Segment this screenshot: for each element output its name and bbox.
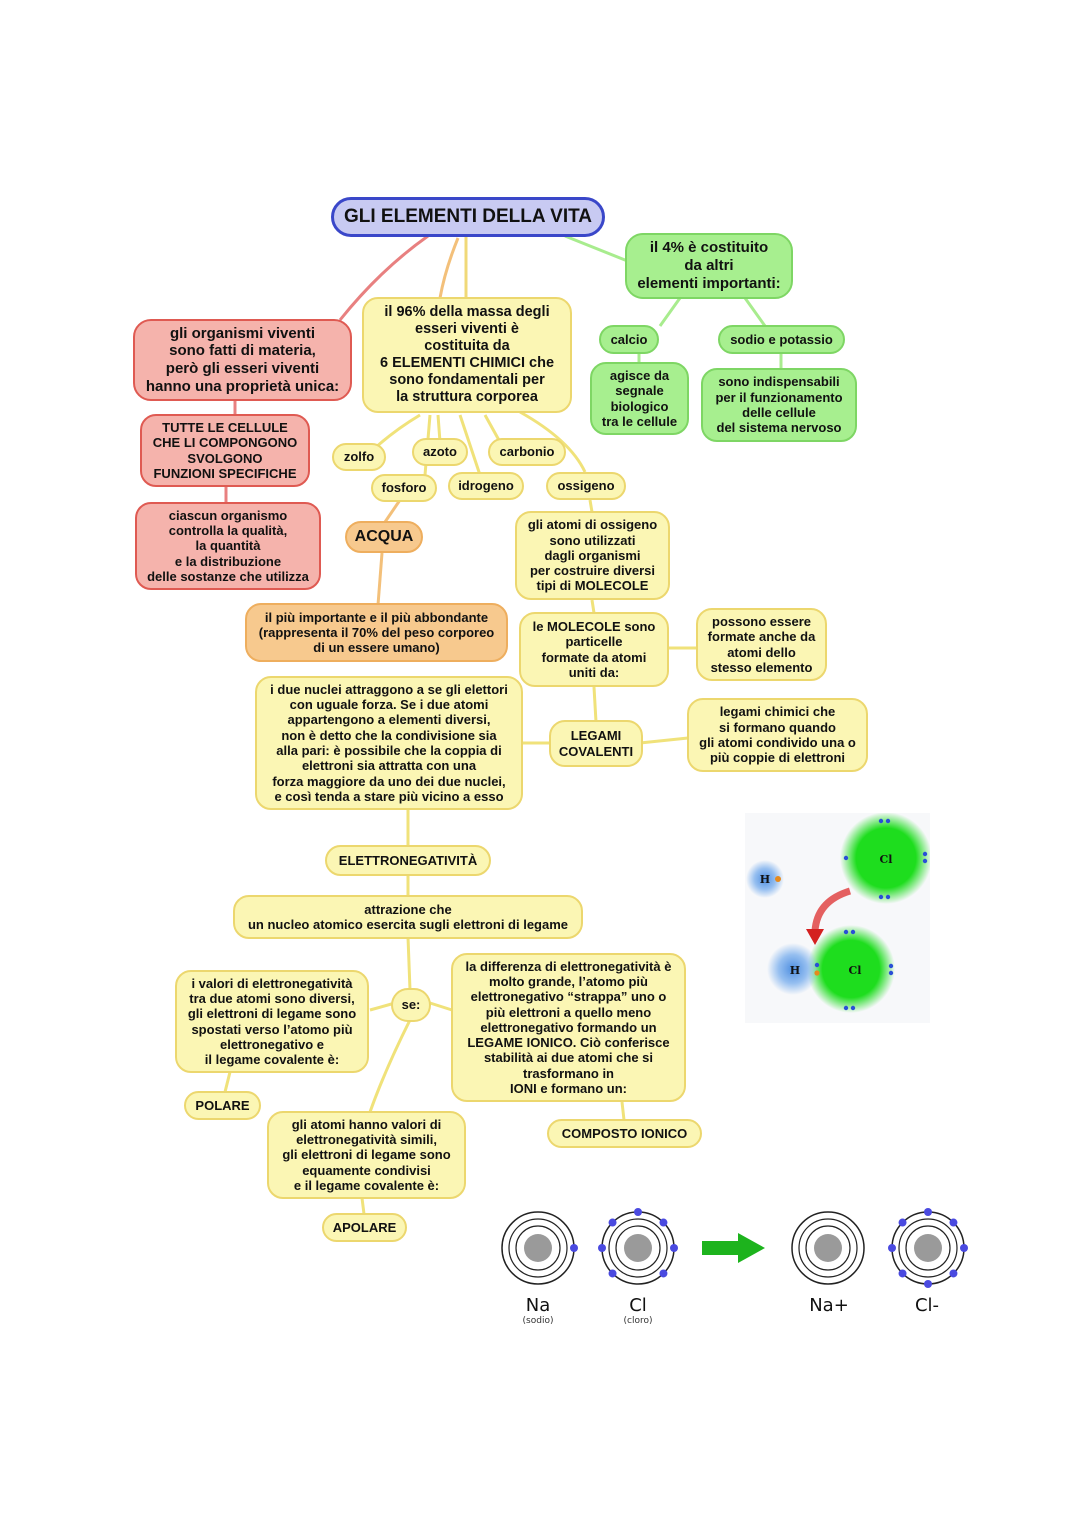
- cl-ion-middle-shell: [898, 1218, 958, 1278]
- cl-atom-electron: [608, 1269, 617, 1278]
- control-node: ciascun organismo controlla la qualità, …: [135, 502, 321, 590]
- calcium-node: calcio: [599, 325, 659, 354]
- cl-atom-electron: [659, 1218, 668, 1227]
- ionic-compound-node: COMPOSTO IONICO: [547, 1119, 702, 1148]
- oxygen-desc-node: gli atomi di ossigeno sono utilizzati da…: [515, 511, 670, 600]
- cl-atom-electron: [670, 1244, 678, 1252]
- cl-atom-after: [807, 925, 895, 1013]
- ionic-difference-node: la differenza di elettronegatività è mol…: [451, 953, 686, 1102]
- h-label-after: H: [790, 964, 800, 977]
- na-label: Na: [525, 1295, 551, 1316]
- na-ion-caption: Na+: [798, 1295, 860, 1316]
- cells-node: TUTTE LE CELLULE CHE LI COMPONGONO SVOLG…: [140, 414, 310, 487]
- cl-ion-caption: Cl-: [897, 1295, 957, 1316]
- cl-atom-inner-shell: [615, 1225, 661, 1271]
- element-zolfo: zolfo: [332, 443, 386, 471]
- cl-label-after: Cl: [849, 964, 862, 977]
- cl-atom-middle-shell: [608, 1218, 668, 1278]
- h-atom-before: [746, 860, 784, 898]
- cl-ion-electron: [924, 1280, 932, 1288]
- na-caption: Na (sodio): [508, 1295, 568, 1326]
- na-atom-inner-shell: [515, 1225, 561, 1271]
- na-ion-inner-shell: [805, 1225, 851, 1271]
- covalent-def-node: legami chimici che si formano quando gli…: [687, 698, 868, 772]
- na-atom-electron: [570, 1244, 578, 1252]
- cl-atom-electron: [634, 1208, 642, 1216]
- hcl-bond-illustration: H Cl H Cl: [745, 813, 930, 1023]
- na-ion-outer-shell: [791, 1211, 865, 1285]
- cl-label: Cl: [880, 853, 893, 866]
- transfer-arrow-shaft: [702, 1241, 740, 1255]
- main-elements-node: il 96% della massa degli esseri viventi …: [362, 297, 572, 413]
- cl-ion-nucleus: [914, 1234, 942, 1262]
- bond-arrow-icon: [811, 887, 852, 932]
- map-title: GLI ELEMENTI DELLA VITA: [331, 197, 605, 237]
- cl-ion-electron: [949, 1269, 958, 1278]
- cl-atom-electron: [608, 1218, 617, 1227]
- na-atom-nucleus: [524, 1234, 552, 1262]
- molecules-side-node: possono essere formate anche da atomi de…: [696, 608, 827, 681]
- cl-atom-before: [840, 813, 930, 904]
- cl-ion-inner-shell: [905, 1225, 951, 1271]
- na-ion-middle-shell: [798, 1218, 858, 1278]
- na-ion-nucleus: [814, 1234, 842, 1262]
- attraction-node: attrazione che un nucleo atomico esercit…: [233, 895, 583, 939]
- other-elements-node: il 4% è costituito da altri elementi imp…: [625, 233, 793, 299]
- cl-atom-nucleus: [624, 1234, 652, 1262]
- cl-label: Cl: [629, 1295, 647, 1316]
- h-atom-after: [767, 943, 819, 995]
- transfer-arrow-icon: [738, 1233, 765, 1263]
- ionic-bond-illustration: [501, 1208, 968, 1288]
- element-carbonio: carbonio: [488, 438, 566, 466]
- apolar-node: APOLARE: [322, 1213, 407, 1242]
- element-ossigeno: ossigeno: [546, 472, 626, 500]
- cl-ion-electron: [949, 1218, 958, 1227]
- covalent-bonds-node: LEGAMI COVALENTI: [549, 720, 643, 767]
- organisms-node: gli organismi viventi sono fatti di mate…: [133, 319, 352, 401]
- element-idrogeno: idrogeno: [448, 472, 524, 500]
- sodium-potassium-node: sodio e potassio: [718, 325, 845, 354]
- cl-ion-electron: [898, 1218, 907, 1227]
- cl-sublabel: (cloro): [623, 1316, 653, 1326]
- element-azoto: azoto: [412, 438, 468, 466]
- na-atom-middle-shell: [508, 1218, 568, 1278]
- cl-ion-label: Cl-: [914, 1295, 940, 1316]
- water-desc-node: il più importante e il più abbondante (r…: [245, 603, 508, 662]
- cl-ion-electron: [888, 1244, 896, 1252]
- electronegativity-node: ELETTRONEGATIVITÀ: [325, 845, 491, 876]
- cl-atom-electron: [598, 1244, 606, 1252]
- na-sublabel: (sodio): [522, 1316, 554, 1326]
- cl-atom-electron: [659, 1269, 668, 1278]
- different-values-node: i valori di elettronegatività tra due at…: [175, 970, 369, 1073]
- cl-ion-electron: [960, 1244, 968, 1252]
- h-label: H: [760, 873, 770, 886]
- water-node: ACQUA: [345, 521, 423, 553]
- similar-values-node: gli atomi hanno valori di elettronegativ…: [267, 1111, 466, 1199]
- if-node: se:: [391, 988, 431, 1022]
- cl-ion-electron: [898, 1269, 907, 1278]
- sodium-desc-node: sono indispensabili per il funzionamento…: [701, 368, 857, 442]
- molecules-node: le MOLECOLE sono particelle formate da a…: [519, 612, 669, 687]
- polar-node: POLARE: [184, 1091, 261, 1120]
- calcium-desc-node: agisce da segnale biologico tra le cellu…: [590, 362, 689, 435]
- cl-ion-electron: [924, 1208, 932, 1216]
- na-ion-label: Na+: [809, 1295, 849, 1316]
- element-fosforo: fosforo: [371, 474, 437, 502]
- cl-caption: Cl (cloro): [608, 1295, 668, 1326]
- nuclei-node: i due nuclei attraggono a se gli elettor…: [255, 676, 523, 810]
